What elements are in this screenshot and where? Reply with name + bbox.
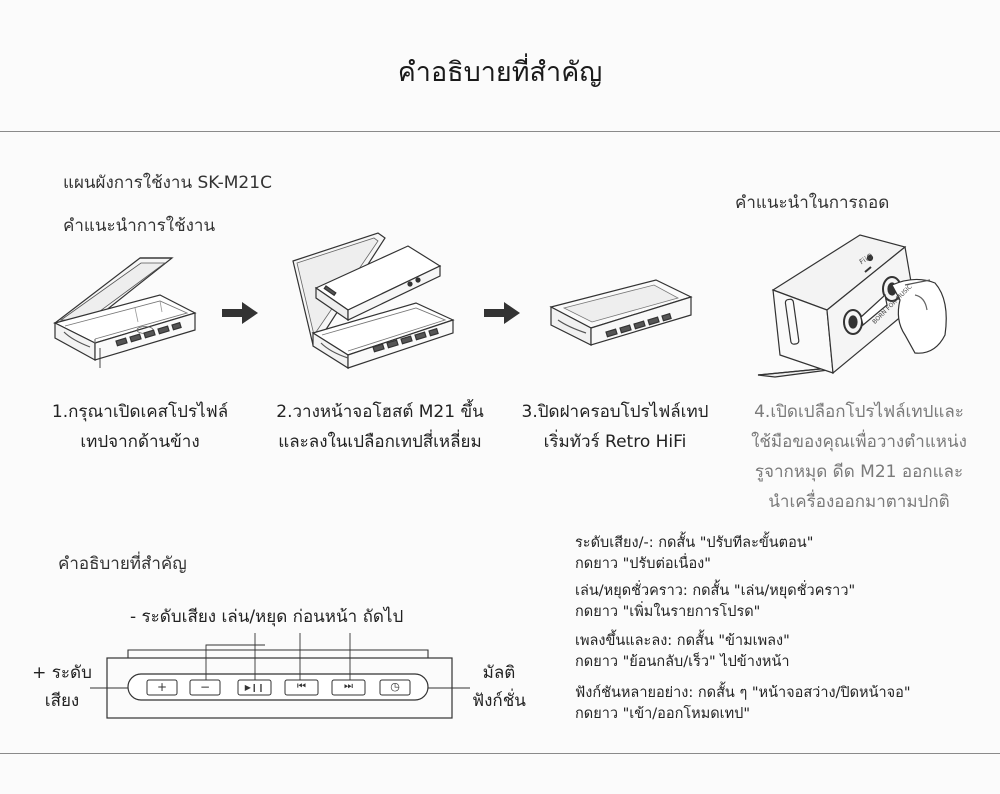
volume-down-button[interactable] (189, 679, 221, 696)
step-3-caption: 3.ปิดฝาครอบโปรไฟล์เทป เริ่มทัวร์ Retro H… (505, 397, 725, 457)
arrow-icon (484, 302, 520, 324)
next-icon: ⏭ (344, 681, 353, 692)
step-2-line-2: และลงในเปลือกเทปสี่เหลี่ยม (278, 432, 482, 452)
previous-track-button[interactable] (284, 679, 319, 696)
track-skip-description: เพลงขึ้นและลง: กดสั้น "ข้ามเพลง" กดยาว "… (575, 631, 790, 673)
page-title: คำอธิบายที่สำคัญ (397, 57, 603, 88)
step-3-line-1: 3.ปิดฝาครอบโปรไฟล์เทป (521, 402, 709, 422)
diagram-heading: แผนผังการใช้งาน SK-M21C (63, 173, 272, 193)
removal-heading: คำแนะนำในการถอด (735, 193, 890, 213)
volume-up-label-line-1: + ระดับ (32, 663, 92, 683)
buttons-heading: คำอธิบายที่สำคัญ (58, 554, 187, 574)
step-4-line-2: ใช้มือของคุณเพื่อวางตำแหน่ง (751, 432, 967, 452)
track-skip-description-long: กดยาว "ย้อนกลับ/เร็ว" ไปข้างหน้า (575, 654, 790, 670)
volume-description-short: ระดับเสียง/-: กดสั้น "ปรับทีละขั้นตอน" (575, 535, 814, 551)
minus-icon: − (199, 680, 211, 694)
plus-icon: + (156, 680, 168, 694)
multifunction-label-line-1: มัลติ (482, 663, 516, 683)
usage-heading: คำแนะนำการใช้งาน (63, 216, 216, 236)
volume-description: ระดับเสียง/-: กดสั้น "ปรับทีละขั้นตอน" ก… (575, 533, 813, 575)
step-1-line-2: เทปจากด้านข้าง (80, 432, 200, 452)
multifunction-button[interactable] (379, 679, 411, 696)
arrow-icon (222, 302, 258, 324)
bottom-divider (0, 753, 1000, 754)
play-pause-description-short: เล่น/หยุดชั่วคราว: กดสั้น "เล่น/หยุดชั่ว… (575, 583, 856, 599)
step-1-caption: 1.กรุณาเปิดเคสโปรไฟล์ เทปจากด้านข้าง (30, 397, 250, 457)
remove-player-figure (757, 234, 947, 378)
multifunction-label: มัลติ ฟังก์ชั่น (460, 659, 538, 715)
multifunction-description-long: กดยาว "เข้า/ออกโหมดเทป" (575, 706, 751, 722)
volume-up-button[interactable] (146, 679, 178, 696)
play-pause-icon: ▶❙❙ (244, 683, 265, 692)
step-3-line-2: เริ่มทัวร์ Retro HiFi (543, 432, 687, 452)
button-panel-diagram (90, 633, 470, 719)
multifunction-label-line-2: ฟังก์ชั่น (472, 691, 526, 711)
play-pause-description-long: กดยาว "เพิ่มในรายการโปรด" (575, 604, 761, 620)
closed-case-figure (549, 279, 693, 346)
insert-player-figure (292, 232, 455, 370)
play-pause-button[interactable] (237, 679, 272, 696)
step-4-line-4: นำเครื่องออกมาตามปกติ (768, 492, 950, 512)
play-pause-description: เล่น/หยุดชั่วคราว: กดสั้น "เล่น/หยุดชั่ว… (575, 581, 855, 623)
step-2-line-1: 2.วางหน้าจอโฮสต์ M21 ขึ้น (276, 402, 484, 422)
multifunction-description: ฟังก์ชันหลายอย่าง: กดสั้น ๆ "หน้าจอสว่าง… (575, 683, 911, 725)
volume-description-long: กดยาว "ปรับต่อเนื่อง" (575, 556, 711, 572)
previous-icon: ⏮ (297, 681, 306, 692)
step-1-line-1: 1.กรุณาเปิดเคสโปรไฟล์ (51, 402, 229, 422)
volume-up-label: + ระดับ เสียง (28, 659, 96, 715)
track-skip-description-short: เพลงขึ้นและลง: กดสั้น "ข้ามเพลง" (575, 633, 790, 649)
button-labels-top-row: - ระดับเสียง เล่น/หยุด ก่อนหน้า ถัดไป (130, 607, 404, 627)
multifunction-description-short: ฟังก์ชันหลายอย่าง: กดสั้น ๆ "หน้าจอสว่าง… (575, 685, 911, 701)
step-4-caption: 4.เปิดเปลือกโปรไฟล์เทปและ ใช้มือของคุณเพ… (728, 397, 990, 517)
open-case-figure (53, 257, 197, 368)
next-track-button[interactable] (331, 679, 366, 696)
step-4-line-1: 4.เปิดเปลือกโปรไฟล์เทปและ (754, 402, 964, 422)
power-icon: ◷ (390, 680, 400, 693)
top-divider (0, 131, 1000, 132)
volume-up-label-line-2: เสียง (44, 691, 80, 711)
step-2-caption: 2.วางหน้าจอโฮสต์ M21 ขึ้น และลงในเปลือกเ… (255, 397, 505, 457)
step-4-line-3: รูจากหมุด ดีด M21 ออกและ (754, 462, 964, 482)
